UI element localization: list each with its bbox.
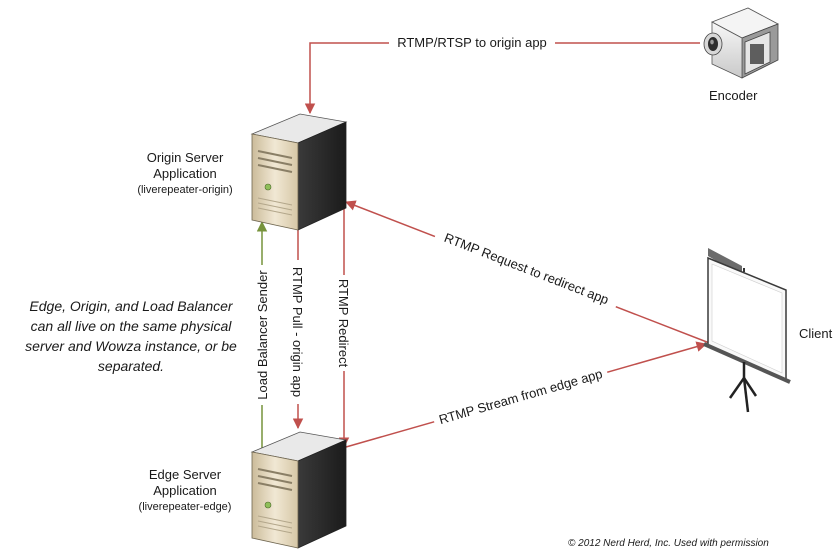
client-screen-icon xyxy=(703,248,791,413)
encoder-label: Encoder xyxy=(709,88,758,103)
origin-server-label: Origin Server Application (liverepeater-… xyxy=(110,150,260,198)
origin-server-icon xyxy=(250,113,348,231)
edge-subtitle: Application xyxy=(153,483,217,498)
edge-app-name: (liverepeater-edge) xyxy=(138,501,232,513)
stream-edge-label: RTMP Stream from edge app xyxy=(437,366,604,427)
edge-title: Edge Server xyxy=(148,467,222,482)
edge-server-icon xyxy=(250,431,348,549)
copyright-notice: © 2012 Nerd Herd, Inc. Used with permiss… xyxy=(568,538,769,549)
request-edge-label: RTMP Request to redirect app xyxy=(442,230,611,307)
note-line-4: separated. xyxy=(97,358,165,374)
client-label: Client xyxy=(799,326,833,341)
note-line-3: server and Wowza instance, or be xyxy=(25,338,237,354)
origin-app-name: (liverepeater-origin) xyxy=(137,184,233,196)
origin-title: Origin Server xyxy=(146,150,224,165)
note-line-1: Edge, Origin, and Load Balancer xyxy=(29,298,233,314)
encoder-camera-icon xyxy=(703,7,779,79)
note-line-2: can all live on the same physical xyxy=(30,318,232,334)
pull-edge-label: RTMP Pull - origin app xyxy=(290,267,305,397)
encoder-to-origin-arrow xyxy=(304,42,700,115)
lb-sender-edge-label: Load Balancer Sender xyxy=(255,270,270,400)
encoder-edge-label: RTMP/RTSP to origin app xyxy=(397,35,547,50)
redirect-edge-label: RTMP Redirect xyxy=(336,279,351,368)
edge-server-label: Edge Server Application (liverepeater-ed… xyxy=(110,467,260,515)
deployment-note: Edge, Origin, and Load Balancer can all … xyxy=(2,296,260,376)
origin-subtitle: Application xyxy=(153,166,217,181)
